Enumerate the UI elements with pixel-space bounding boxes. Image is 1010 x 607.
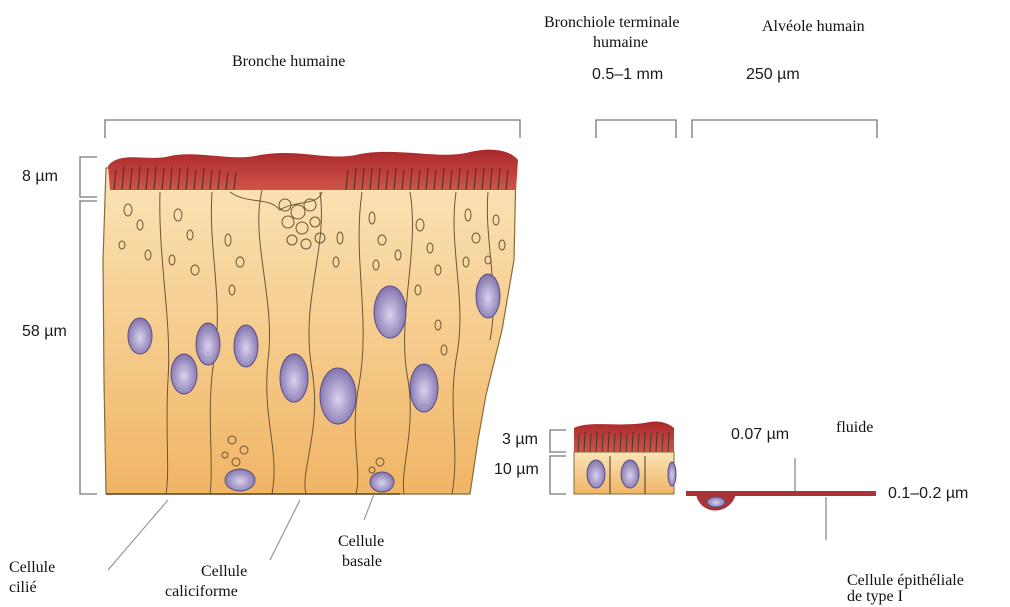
bronchiole-epithelium-thickness: 10 µm (494, 460, 539, 479)
fluid-label: fluide (836, 418, 873, 437)
alveole-title: Alvéole humain (762, 17, 865, 36)
basal-cell-label-line1: Cellule (338, 532, 384, 551)
bronchiole-width-bracket (596, 120, 676, 138)
ciliated-cell-label-line1: Cellule (9, 558, 55, 577)
basal-cell-label-line2: basale (342, 552, 382, 571)
ciliated-cell-label-line2: cilié (9, 578, 37, 597)
alveole-cell-thickness: 0.1–0.2 µm (888, 484, 968, 503)
alveole-wall (686, 458, 876, 540)
alveole-fluid-thickness: 0.07 µm (731, 425, 789, 444)
bronchiole-epithelium (550, 421, 676, 494)
goblet-cell-label-line2: caliciforme (165, 582, 238, 601)
bronchus-width-bracket (105, 120, 520, 138)
bronchus-epithelium (103, 150, 518, 494)
bronchiole-cilia-thickness: 3 µm (502, 430, 538, 449)
type1-cell-label-line2: de type I (847, 591, 903, 602)
goblet-cell-label-line1: Cellule (201, 562, 247, 581)
alveole-width-bracket (692, 120, 877, 138)
bronchus-cilia-thickness: 8 µm (22, 167, 58, 186)
label-leader-lines (108, 494, 374, 570)
bronchus-thickness-brackets (80, 157, 97, 494)
bronchus-title: Bronche humaine (232, 52, 345, 71)
bronchiole-title-line1: Bronchiole terminale (544, 13, 680, 32)
bronchiole-title-line2: humaine (593, 33, 648, 52)
bronchiole-width-label: 0.5–1 mm (592, 65, 663, 84)
alveole-width-label: 250 µm (746, 65, 800, 84)
bronchus-epithelium-thickness: 58 µm (22, 322, 67, 341)
